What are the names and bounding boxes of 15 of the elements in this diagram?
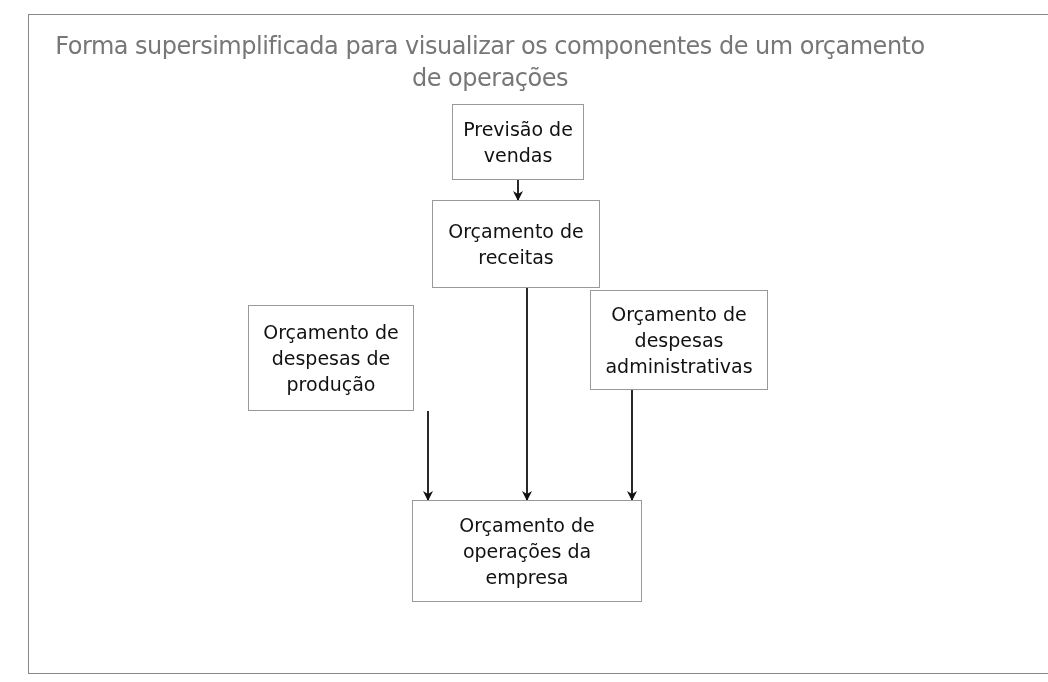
title: Forma supersimplificada para visualizar os componentes de um orçamento de operações (54, 31, 926, 94)
box-label: Orçamento de operações da empresa (458, 513, 596, 590)
box-label: Previsão de vendas (462, 117, 574, 168)
arrow (627, 389, 637, 501)
box-label: Orçamento de despesas administrativas (604, 302, 754, 379)
process-box (412, 500, 642, 602)
box-label: Orçamento de receitas (447, 219, 585, 270)
process-box (590, 290, 768, 390)
box-label: Orçamento de despesas de produção (262, 320, 400, 397)
process-box (432, 200, 600, 288)
arrow (513, 179, 523, 201)
arrow (423, 410, 433, 501)
process-box (248, 305, 414, 411)
process-box (452, 104, 584, 180)
arrow (522, 287, 532, 501)
